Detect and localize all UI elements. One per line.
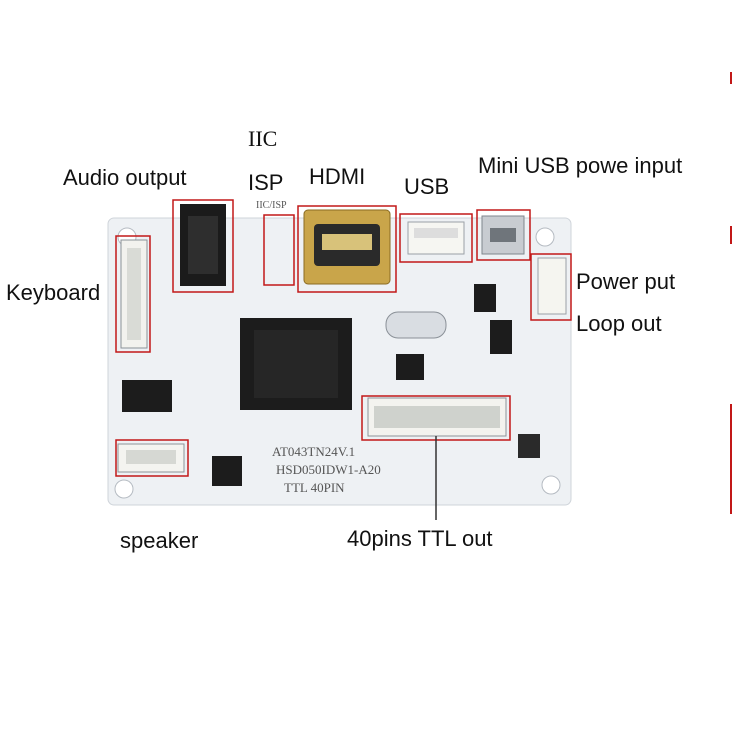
edge-mark bbox=[730, 72, 732, 84]
small-chip bbox=[212, 456, 242, 486]
small-chip bbox=[490, 320, 512, 354]
silkscreen-model-3: TTL 40PIN bbox=[284, 480, 345, 495]
highlight-speaker bbox=[115, 439, 189, 477]
small-chip bbox=[122, 380, 172, 412]
label-keyboard: Keyboard bbox=[6, 280, 101, 305]
mounting-hole bbox=[114, 479, 134, 499]
label-loop-out: Loop out bbox=[576, 311, 662, 336]
highlight-keyboard bbox=[115, 235, 151, 353]
edge-mark bbox=[730, 404, 732, 514]
silkscreen-iic-isp: IIC/ISP bbox=[256, 200, 287, 211]
mounting-hole bbox=[541, 475, 561, 495]
label-power-put: Power put bbox=[576, 269, 676, 294]
inductor bbox=[518, 434, 540, 458]
highlight-power bbox=[530, 253, 572, 321]
silkscreen-model-1: AT043TN24V.1 bbox=[272, 444, 356, 459]
label-iic: IIC bbox=[248, 126, 278, 151]
highlight-usb bbox=[399, 213, 473, 263]
label-isp: ISP bbox=[248, 170, 284, 195]
label-ttl-out: 40pins TTL out bbox=[347, 526, 493, 551]
power-connector bbox=[537, 257, 567, 315]
label-mini-usb: Mini USB powe input bbox=[478, 153, 683, 178]
label-usb: USB bbox=[404, 174, 450, 199]
small-chip bbox=[474, 284, 496, 312]
small-chip bbox=[396, 354, 424, 380]
mounting-hole bbox=[535, 227, 555, 247]
highlight-mini-usb bbox=[476, 209, 531, 261]
highlight-audio-output bbox=[172, 199, 234, 293]
label-speaker: speaker bbox=[120, 528, 199, 553]
edge-mark bbox=[730, 226, 732, 244]
highlight-iic-isp bbox=[263, 214, 295, 286]
label-hdmi: HDMI bbox=[309, 164, 366, 189]
silkscreen-model-2: HSD050IDW1-A20 bbox=[276, 462, 381, 477]
label-audio-output: Audio output bbox=[63, 165, 187, 190]
highlight-hdmi bbox=[297, 205, 397, 293]
crystal bbox=[385, 311, 447, 339]
